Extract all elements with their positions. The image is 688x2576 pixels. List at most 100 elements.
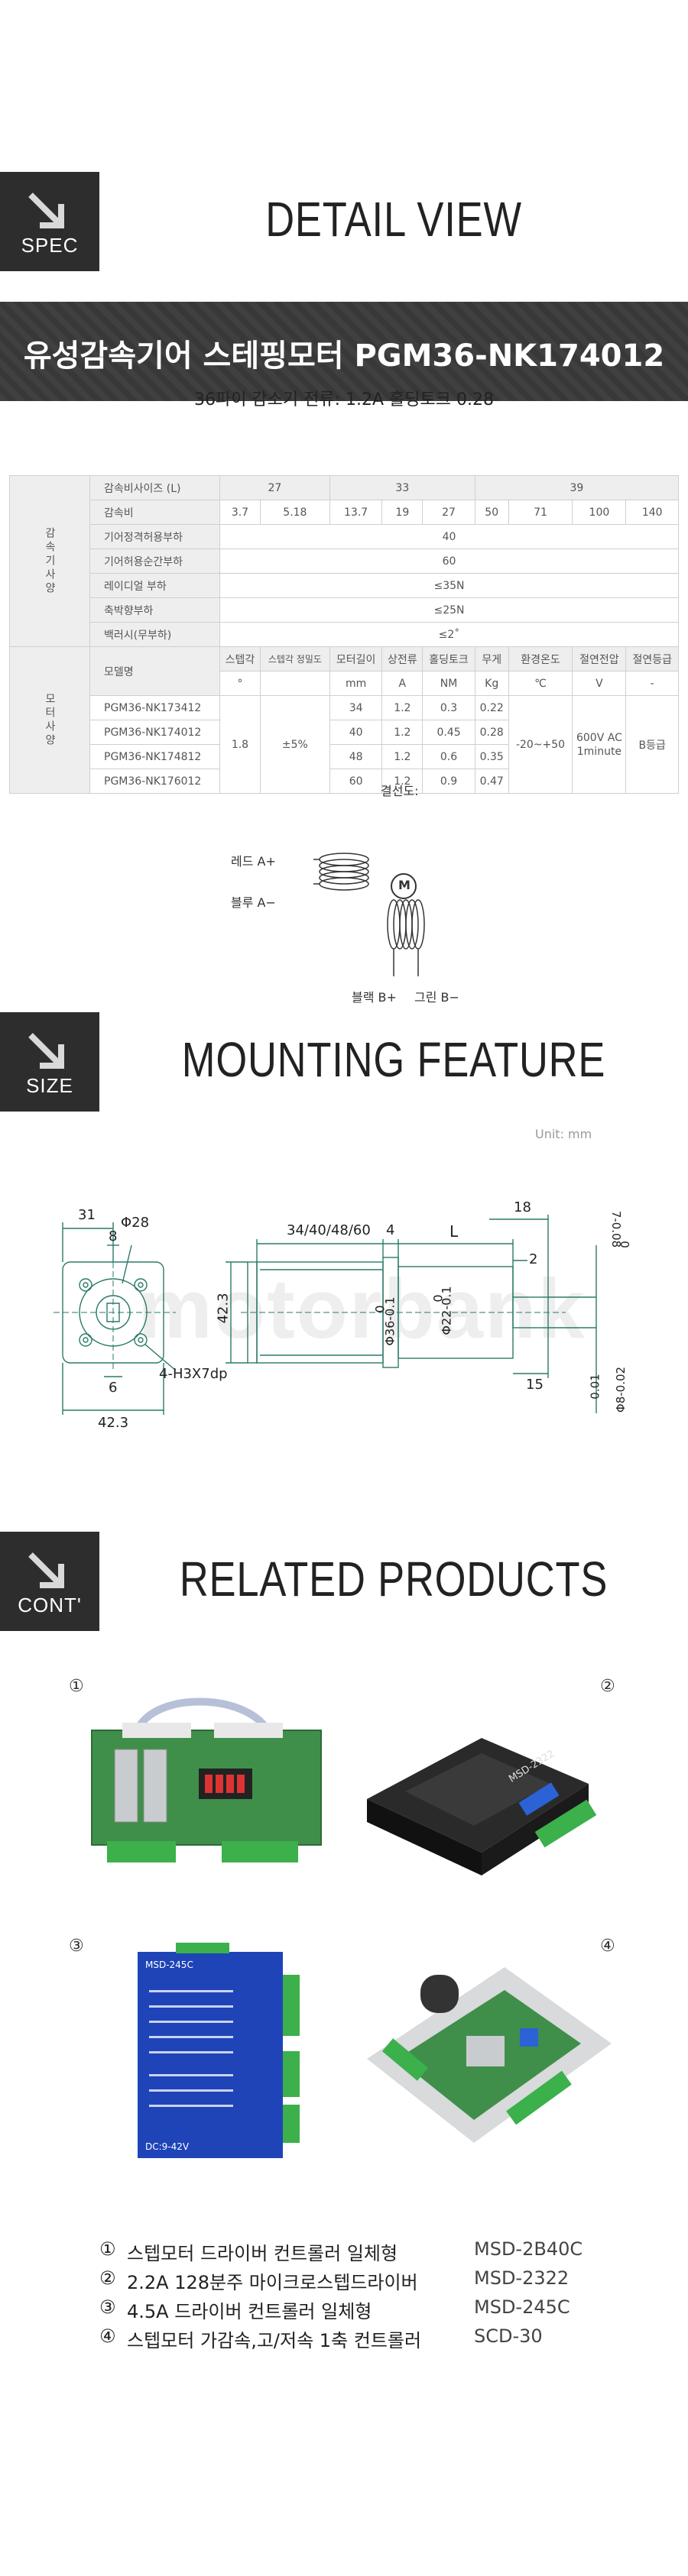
step-angle: 1.8	[219, 695, 261, 794]
motor-header: 절연등급	[625, 646, 679, 672]
dimension-drawing: 31 Φ28 8 6 42.3 4-H3X7dp 42.3 34/40/48/6…	[31, 1199, 657, 1444]
insulation-voltage: 600V AC 1minute	[572, 695, 627, 794]
dim-4: 4	[386, 1222, 395, 1238]
model-torque: 0.6	[422, 744, 475, 769]
model-length: 40	[329, 720, 383, 745]
related-product-4-image[interactable]: ④	[336, 1937, 642, 2173]
product-number: ③	[69, 1937, 84, 1956]
step-accuracy: ±5%	[259, 695, 330, 794]
motor-side-label: 모터사양	[9, 646, 90, 794]
model-current: 1.2	[381, 769, 424, 794]
gear-side-label: 감속기사양	[9, 475, 90, 647]
related-product-2-image[interactable]: ② MSD-2322	[336, 1677, 642, 1914]
product-number: ④	[600, 1937, 615, 1956]
ratio-cell: 3.7	[219, 500, 261, 525]
model-length: 34	[329, 695, 383, 720]
dim-keyway-zero: 0	[617, 1241, 631, 1248]
motor-header: 환경온도	[508, 646, 573, 672]
list-item-text: 스텝모터 드라이버 컨트롤러 일체형	[127, 2243, 398, 2264]
motor-header: 상전류	[381, 646, 424, 672]
spec-tag: SPEC	[0, 172, 99, 271]
model-weight: 0.28	[474, 720, 509, 745]
watermark-logo: motorbank	[138, 1262, 586, 1356]
product-banner	[0, 302, 688, 401]
dim-18: 18	[514, 1199, 531, 1215]
insulation-class: B등급	[625, 695, 679, 794]
product-3-voltage: DC:9-42V	[145, 2141, 190, 2152]
list-item-text: 4.5A 드라이버 컨트롤러 일체형	[127, 2301, 372, 2322]
list-item[interactable]: ① 스텝모터 드라이버 컨트롤러 일체형 MSD-2B40C	[99, 2238, 634, 2267]
ratio-label: 감속비	[89, 500, 220, 525]
wire-blue-label: 블루 A−	[231, 895, 276, 910]
related-product-1-image[interactable]: ①	[61, 1677, 367, 1914]
spec-row-label: 레이디얼 부하	[89, 573, 220, 598]
ratio-cell: 100	[572, 500, 627, 525]
dim-phi28: Φ28	[121, 1215, 150, 1231]
ratio-cell: 71	[508, 500, 573, 525]
list-item-text: 스텝모터 가감속,고/저속 1축 컨트롤러	[127, 2330, 422, 2351]
dim-42-3-height: 42.3	[215, 1293, 232, 1324]
motor-header: 모델명	[89, 646, 220, 696]
list-item[interactable]: ③ 4.5A 드라이버 컨트롤러 일체형 MSD-245C	[99, 2296, 634, 2325]
model-current: 1.2	[381, 695, 424, 720]
dim-L: L	[449, 1222, 459, 1241]
unit-cell: -	[625, 671, 679, 696]
spec-row-value: ≤2˚	[219, 622, 679, 647]
dim-8: 8	[109, 1228, 118, 1244]
related-product-3-image[interactable]: ③ MSD-245C DC:9-42V	[61, 1937, 367, 2173]
ratio-size-label: 감속비사이즈 (L)	[89, 475, 220, 500]
env-temp: -20~+50	[508, 695, 573, 794]
product-title: 유성감속기어 스테핑모터 PGM36-NK174012	[23, 338, 665, 374]
spec-label: SPEC	[21, 234, 79, 257]
model-current: 1.2	[381, 720, 424, 745]
model-name: PGM36-NK176012	[89, 769, 220, 794]
spec-row-label: 기어허용순간부하	[89, 549, 220, 574]
dim-phi22: Φ22-0.1	[439, 1286, 454, 1335]
ratio-size-cell: 33	[329, 475, 475, 500]
dim-6: 6	[109, 1380, 118, 1396]
wiring-title: 결선도:	[381, 784, 419, 798]
ratio-cell: 27	[422, 500, 475, 525]
cont-tag: CONT'	[0, 1532, 99, 1631]
model-name: PGM36-NK173412	[89, 695, 220, 720]
dim-42-3-width: 42.3	[98, 1415, 129, 1431]
dim-phi36: Φ36-0.1	[382, 1296, 398, 1346]
model-name: PGM36-NK174012	[89, 720, 220, 745]
related-products-list: ① 스텝모터 드라이버 컨트롤러 일체형 MSD-2B40C ② 2.2A 12…	[99, 2238, 634, 2354]
ratio-cell: 50	[474, 500, 509, 525]
unit-label: Unit: mm	[535, 1127, 592, 1141]
product-subtitle: 36파이 감소기 전류: 1.2A 홀딩토크 0.28	[193, 390, 495, 409]
unit-cell: Kg	[474, 671, 509, 696]
detail-view-title: DETAIL VIEW	[265, 192, 522, 247]
model-weight: 0.22	[474, 695, 509, 720]
ratio-cell: 13.7	[329, 500, 383, 525]
dim-phi8-tol: 0.01	[588, 1374, 602, 1400]
unit-cell: NM	[422, 671, 475, 696]
ratio-size-cell: 27	[219, 475, 330, 500]
arrow-down-right-icon	[28, 1033, 64, 1069]
dim-motor-lengths: 34/40/48/60	[287, 1222, 371, 1238]
unit-cell	[259, 671, 330, 696]
mounting-feature-title: MOUNTING FEATURE	[181, 1032, 606, 1087]
model-weight: 0.35	[474, 744, 509, 769]
wire-green-label: 그린 B−	[414, 990, 459, 1005]
coil-b	[387, 899, 425, 976]
motor-header: 모터길이	[329, 646, 383, 672]
motor-header: 스텝각 정밀도	[259, 646, 330, 672]
wire-black-label: 블랙 B+	[352, 990, 397, 1005]
size-label: SIZE	[26, 1074, 73, 1097]
dim-holes: 4-H3X7dp	[159, 1366, 228, 1382]
list-item-number: ③	[99, 2296, 116, 2318]
motor-symbol	[391, 873, 417, 899]
motor-header: 스텝각	[219, 646, 261, 672]
wire-red-label: 레드 A+	[231, 854, 276, 869]
list-item-model: MSD-2B40C	[474, 2238, 583, 2260]
list-item-model: MSD-245C	[474, 2296, 570, 2318]
dim-15: 15	[526, 1377, 544, 1393]
ratio-size-cell: 39	[474, 475, 680, 500]
spec-table: 감속기사양 감속비사이즈 (L) 27 33 39 감속비 3.7 5.18 1…	[9, 475, 680, 794]
wiring-diagram: 결선도: 레드 A+ 블루 A− M 블랙 B+ 그린 B−	[206, 779, 512, 1008]
list-item[interactable]: ② 2.2A 128분주 마이크로스텝드라이버 MSD-2322	[99, 2267, 634, 2296]
list-item-number: ②	[99, 2267, 116, 2289]
list-item[interactable]: ④ 스텝모터 가감속,고/저속 1축 컨트롤러 SCD-30	[99, 2325, 634, 2354]
